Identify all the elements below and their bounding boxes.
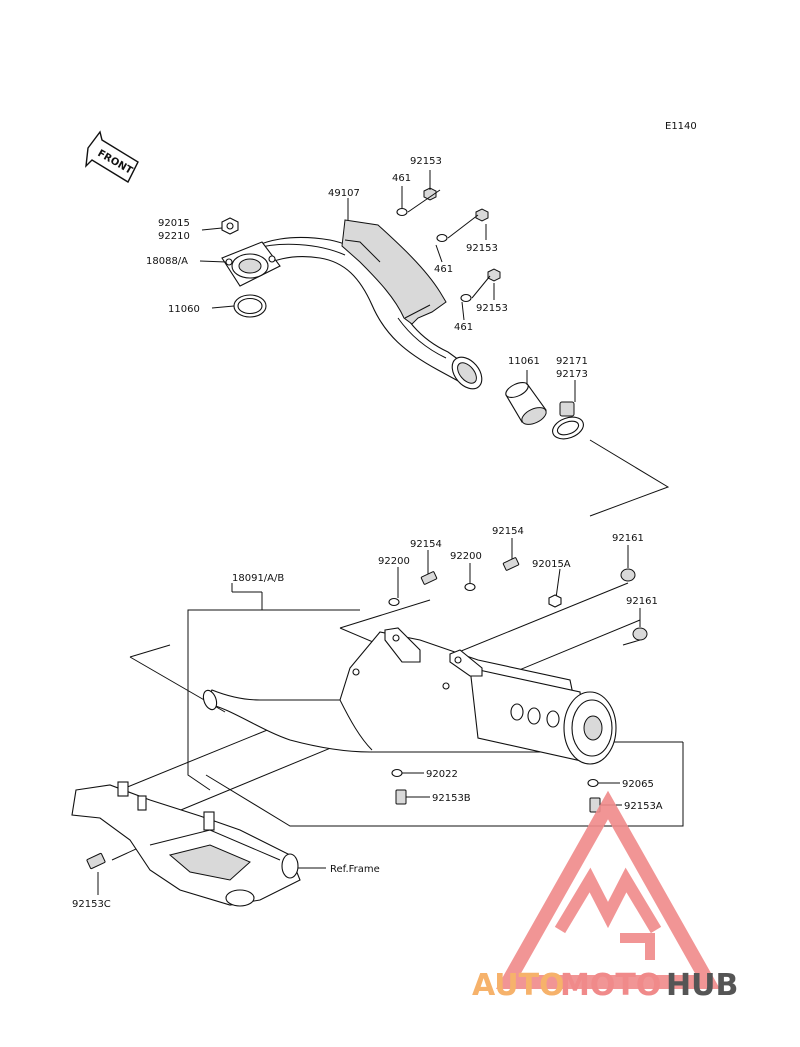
washer-461-mid bbox=[436, 233, 448, 243]
label-18088A: 18088/A bbox=[146, 256, 188, 267]
label-92022: 92022 bbox=[426, 769, 458, 780]
frame-reference bbox=[71, 781, 301, 907]
label-461-top: 461 bbox=[392, 173, 411, 184]
bolt-92154-left bbox=[420, 571, 438, 585]
automotohub-logo bbox=[496, 790, 720, 989]
nut-92015 bbox=[221, 217, 239, 235]
label-92200-left: 92200 bbox=[378, 556, 410, 567]
washer-92065 bbox=[587, 778, 599, 788]
label-92065: 92065 bbox=[622, 779, 654, 790]
gasket-11060 bbox=[233, 294, 267, 318]
label-92173: 92173 bbox=[556, 369, 588, 380]
grommet-92161-top bbox=[620, 568, 636, 582]
label-92161-top: 92161 bbox=[612, 533, 644, 544]
bolt-92153-low bbox=[487, 268, 501, 282]
bolt-92153C bbox=[86, 852, 106, 870]
bolt-92154-right bbox=[502, 557, 520, 571]
bolt-92153-mid bbox=[475, 208, 489, 222]
watermark-brand-moto: MOTO bbox=[560, 968, 661, 1003]
label-92153-mid: 92153 bbox=[466, 243, 498, 254]
sleeve-11061 bbox=[505, 382, 547, 425]
label-461-mid: 461 bbox=[434, 264, 453, 275]
label-92015: 92015 bbox=[158, 218, 190, 229]
label-92153-top: 92153 bbox=[410, 156, 442, 167]
front-arrow-icon: FRONT bbox=[85, 130, 139, 183]
label-92171: 92171 bbox=[556, 356, 588, 367]
muffler-18091 bbox=[202, 627, 617, 765]
bolt-92153B bbox=[395, 789, 407, 805]
upper-leader-lines bbox=[199, 170, 670, 517]
label-92153C: 92153C bbox=[72, 899, 111, 910]
label-92210: 92210 bbox=[158, 231, 190, 242]
washer-92200-right bbox=[464, 582, 476, 592]
label-92154-left: 92154 bbox=[410, 539, 442, 550]
nut-92015A bbox=[548, 594, 562, 608]
watermark-brand-auto: AUTO bbox=[472, 968, 565, 1003]
washer-92022 bbox=[391, 768, 403, 778]
label-92153A: 92153A bbox=[624, 801, 663, 812]
label-461-low: 461 bbox=[454, 322, 473, 333]
washer-461-top bbox=[396, 207, 408, 217]
exhaust-flange bbox=[221, 241, 281, 287]
label-92153B: 92153B bbox=[432, 793, 471, 804]
label-18091AB: 18091/A/B bbox=[232, 573, 284, 584]
label-ref-frame: Ref.Frame bbox=[330, 864, 380, 875]
washer-92200-left bbox=[388, 597, 400, 607]
label-49107: 49107 bbox=[328, 188, 360, 199]
label-11061: 11061 bbox=[508, 356, 540, 367]
label-92153-low: 92153 bbox=[476, 303, 508, 314]
grommet-92161-bottom bbox=[632, 627, 648, 641]
clamp-92171 bbox=[552, 401, 584, 440]
label-92200-right: 92200 bbox=[450, 551, 482, 562]
label-92154-right: 92154 bbox=[492, 526, 524, 537]
diagram-code: E1140 bbox=[665, 121, 697, 132]
label-92161-bottom: 92161 bbox=[626, 596, 658, 607]
watermark-brand-hub: HUB bbox=[666, 968, 738, 1003]
washer-461-low bbox=[460, 293, 472, 303]
heat-guard-49107 bbox=[341, 219, 447, 325]
label-11060: 11060 bbox=[168, 304, 200, 315]
label-92015A: 92015A bbox=[532, 559, 571, 570]
